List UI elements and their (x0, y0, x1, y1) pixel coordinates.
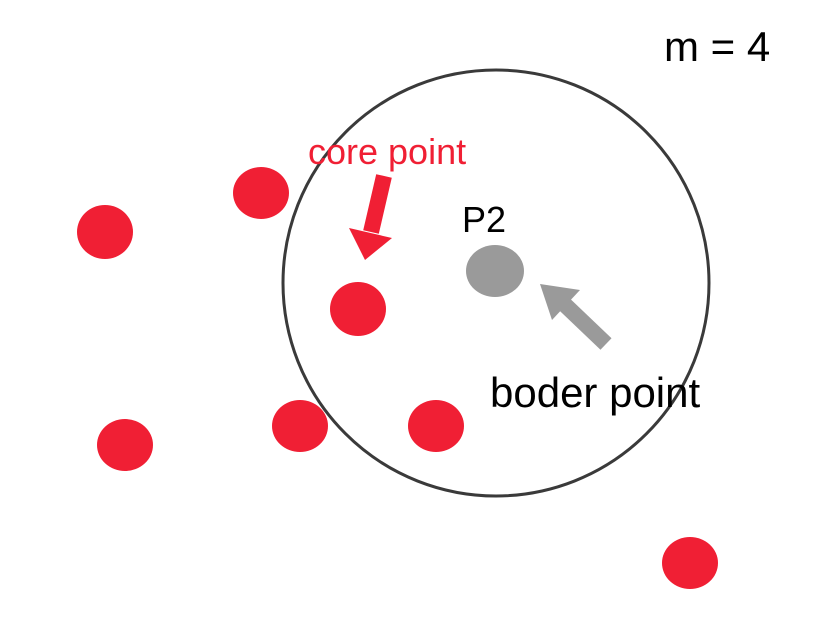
point-outside-bottom-right (662, 537, 718, 589)
point-inside-bottom-right (408, 400, 464, 452)
point-inside-bottom-left (272, 400, 328, 452)
p2-label: P2 (462, 199, 507, 240)
arrow-down-left-icon (349, 174, 392, 260)
arrow-up-left-icon (540, 284, 612, 350)
point-outside-top (233, 167, 289, 219)
point-p2-border (466, 245, 524, 297)
point-outside-left-bottom (97, 419, 153, 471)
point-inside-core (330, 282, 386, 336)
point-outside-left-top (77, 205, 133, 259)
border-point-label: boder point (490, 369, 701, 416)
core-point-label: core point (308, 131, 467, 172)
neighborhood-circle (281, 68, 711, 498)
min-points-label: m = 4 (664, 23, 771, 70)
